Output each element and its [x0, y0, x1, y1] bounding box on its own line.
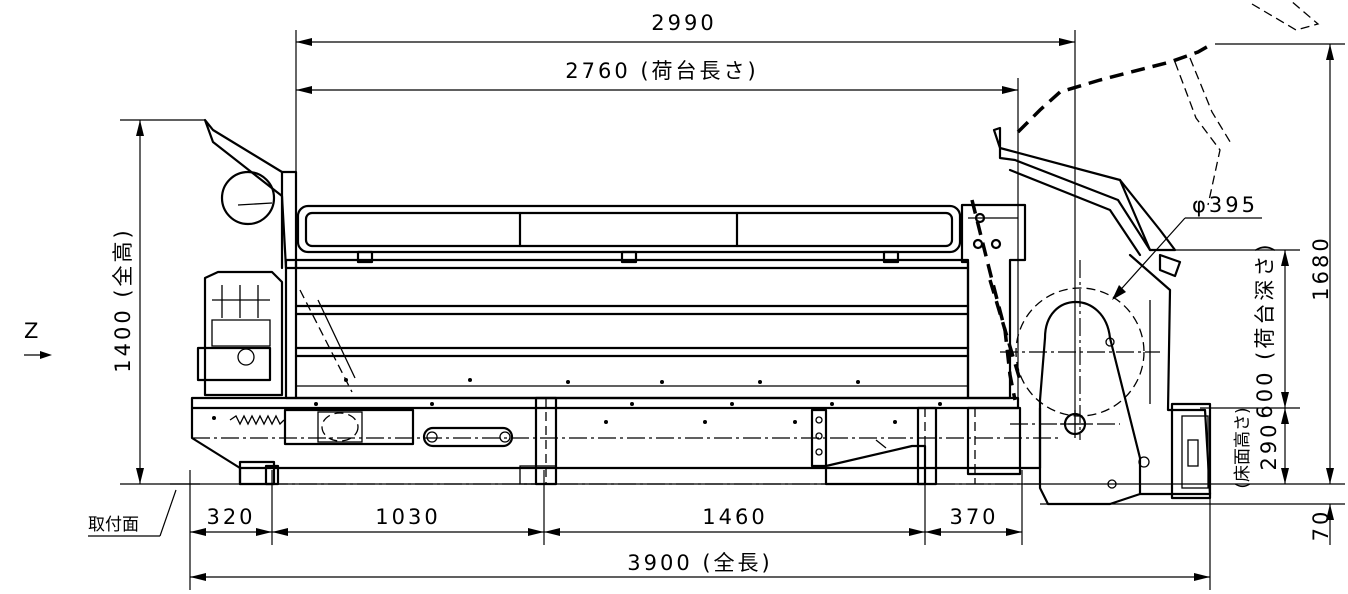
- machine-outline: [190, 0, 1320, 506]
- dim-70: 70: [1309, 509, 1333, 542]
- view-z-label: Z: [24, 319, 41, 343]
- dimension-texts: 2990 2760 (荷台長さ) φ395 1680 1400 (全高) 600…: [24, 11, 1333, 575]
- dim-290-floor-height-label: (床面高さ): [1233, 407, 1253, 488]
- dim-1460: 1460: [702, 505, 767, 529]
- dim-3900-overall-length: 3900 (全長): [627, 551, 773, 575]
- dim-1680: 1680: [1309, 235, 1333, 300]
- dim-2990: 2990: [651, 11, 716, 35]
- dim-2760-bed-length: 2760 (荷台長さ): [565, 59, 759, 83]
- dim-1030: 1030: [375, 505, 440, 529]
- dim-phi-395: φ395: [1192, 193, 1258, 217]
- dim-290: 290: [1257, 421, 1281, 470]
- mount-face-label: 取付面: [88, 515, 139, 535]
- dim-600-bed-depth: 600 (荷台深さ): [1253, 241, 1277, 418]
- dim-370: 370: [949, 505, 998, 529]
- dim-1400-height: 1400 (全高): [111, 227, 135, 373]
- dim-320: 320: [206, 505, 255, 529]
